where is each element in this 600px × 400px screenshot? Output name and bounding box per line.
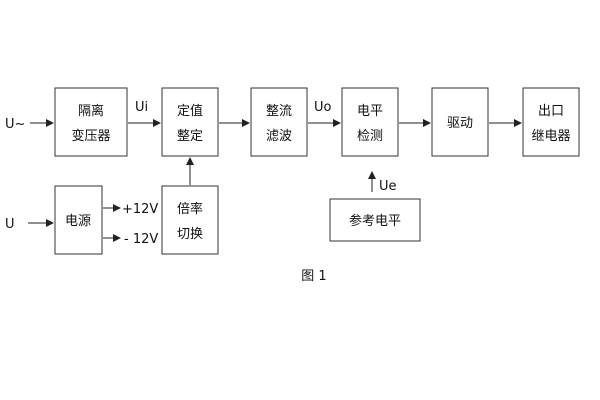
- signal-minus12v: - 12V: [124, 232, 158, 247]
- block-power-supply-label: 电源: [65, 214, 91, 229]
- block-isolation-transformer-line1: 隔离: [78, 103, 104, 119]
- figure-caption: 图 1: [301, 269, 326, 284]
- block-driver-label: 驱动: [447, 116, 473, 131]
- block-setpoint-setting-line1: 定值: [177, 103, 203, 119]
- block-level-detection-line1: 电平: [357, 104, 383, 119]
- block-reference-level-label: 参考电平: [349, 213, 401, 229]
- block-rectifier-filter-line1: 整流: [266, 104, 292, 119]
- block-level-detection-line2: 检测: [357, 129, 383, 144]
- block-rectifier-filter-line2: 滤波: [266, 129, 292, 144]
- block-power-supply: 电源: [54, 185, 103, 255]
- block-ratio-switching-line2: 切换: [177, 227, 203, 242]
- block-level-detection: 电平 检测: [341, 87, 399, 157]
- block-ratio-switching-line1: 倍率: [177, 201, 203, 217]
- block-isolation-transformer: 隔离 变压器: [54, 87, 128, 157]
- block-reference-level: 参考电平: [329, 198, 421, 242]
- signal-plus12v: +12V: [122, 202, 158, 217]
- signal-ui: Ui: [135, 100, 148, 115]
- signal-ue: Ue: [379, 179, 397, 194]
- block-output-relay: 出口 继电器: [522, 87, 580, 157]
- block-isolation-transformer-line2: 变压器: [71, 128, 110, 144]
- signal-input-ac: U~: [5, 117, 25, 132]
- block-output-relay-line2: 继电器: [531, 129, 570, 144]
- signal-uo: Uo: [314, 100, 332, 115]
- block-rectifier-filter: 整流 滤波: [250, 87, 308, 157]
- block-driver: 驱动: [431, 87, 489, 157]
- block-setpoint-setting: 定值 整定: [161, 87, 219, 157]
- block-setpoint-setting-line2: 整定: [177, 129, 203, 144]
- block-output-relay-line1: 出口: [538, 104, 564, 119]
- signal-input-dc: U: [5, 217, 15, 232]
- block-ratio-switching: 倍率 切换: [161, 185, 219, 255]
